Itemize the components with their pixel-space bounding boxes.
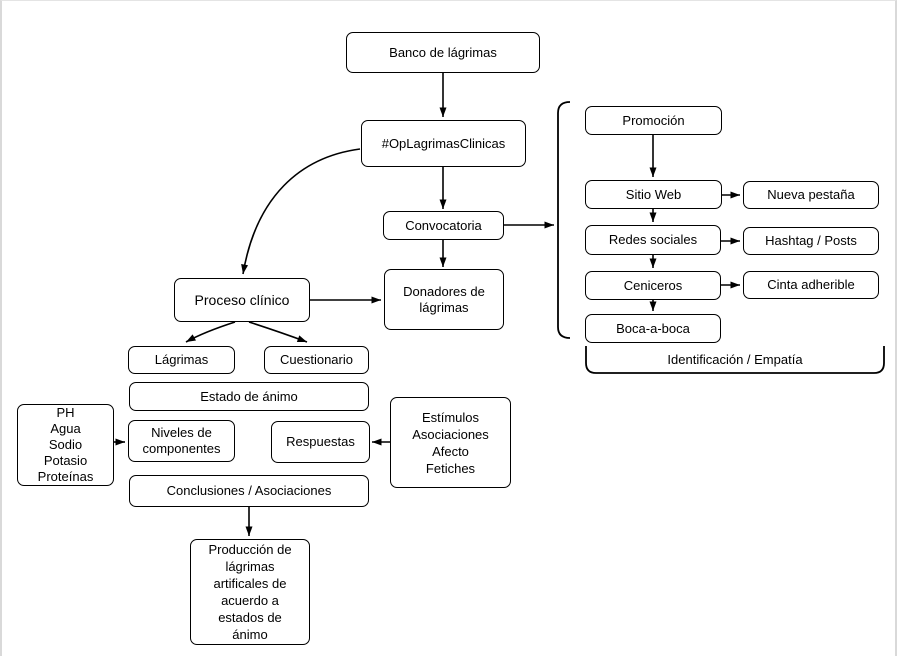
node-proceso-clinico: Proceso clínico: [174, 278, 310, 322]
node-respuestas: Respuestas: [271, 421, 370, 463]
node-cinta-adherible: Cinta adherible: [743, 271, 879, 299]
node-nueva-pestana: Nueva pestaña: [743, 181, 879, 209]
node-cuestionario: Cuestionario: [264, 346, 369, 374]
node-banco-de-lagrimas: Banco de lágrimas: [346, 32, 540, 73]
node-boca-a-boca: Boca-a-boca: [585, 314, 721, 343]
node-convocatoria: Convocatoria: [383, 211, 504, 240]
bracket-identificacion: [585, 346, 885, 374]
node-sitio-web: Sitio Web: [585, 180, 722, 209]
node-produccion-lagrimas-artificiales: Producción de lágrimas artificales de ac…: [190, 539, 310, 645]
node-hashtag-posts: Hashtag / Posts: [743, 227, 879, 255]
node-ceniceros: Ceniceros: [585, 271, 721, 300]
node-niveles-de-componentes: Niveles de componentes: [128, 420, 235, 462]
node-oplagrimasclinicas: #OpLagrimasClinicas: [361, 120, 526, 167]
arrow-proceso-to-lagrimas: [185, 321, 236, 343]
bracket-promo-group: [557, 101, 571, 339]
node-donadores-de-lagrimas: Donadores de lágrimas: [384, 269, 504, 330]
label-identificacion-empatia: Identificación / Empatía: [667, 351, 803, 367]
node-componentes-lista: PH Agua Sodio Potasio Proteínas: [17, 404, 114, 486]
arrow-oplagrimas-to-proceso: [241, 148, 361, 275]
node-redes-sociales: Redes sociales: [585, 225, 721, 255]
node-conclusiones-asociaciones: Conclusiones / Asociaciones: [129, 475, 369, 507]
arrow-proceso-to-cuestionario: [248, 321, 308, 343]
node-estado-de-animo: Estado de ánimo: [129, 382, 369, 411]
node-estimulos-lista: Estímulos Asociaciones Afecto Fetiches: [390, 397, 511, 488]
node-promocion: Promoción: [585, 106, 722, 135]
node-lagrimas: Lágrimas: [128, 346, 235, 374]
